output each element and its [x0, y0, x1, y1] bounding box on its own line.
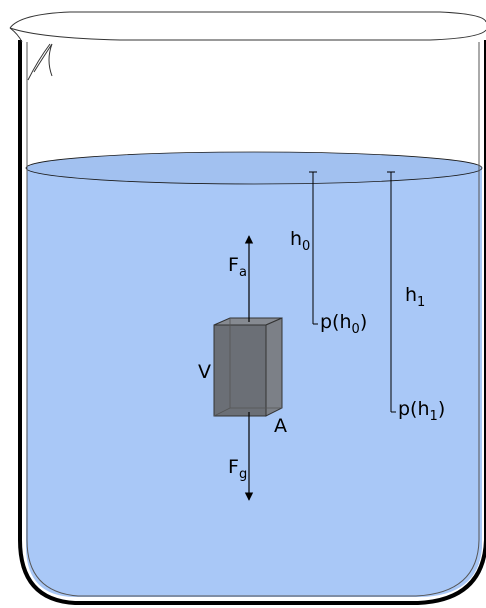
- gravity-force-label: Fg: [228, 456, 247, 482]
- block-side-face: [265, 317, 283, 417]
- buoyant-force-label: Fa: [228, 254, 247, 280]
- block-front-face: [213, 324, 267, 417]
- area-label: A: [274, 415, 287, 437]
- depth-h1-marker: [387, 171, 396, 413]
- pressure-h1-label: p(h1): [398, 398, 445, 424]
- beaker-glass: [18, 40, 486, 605]
- volume-label: V: [198, 361, 211, 383]
- submerged-block: [213, 317, 283, 417]
- beaker-rim: [9, 11, 486, 81]
- depth-h0-label: h0: [290, 228, 310, 254]
- water-surface: [25, 151, 483, 185]
- pressure-h0-label: p(h0): [320, 311, 367, 337]
- depth-h0-marker: [309, 171, 318, 325]
- depth-h1-label: h1: [405, 284, 425, 310]
